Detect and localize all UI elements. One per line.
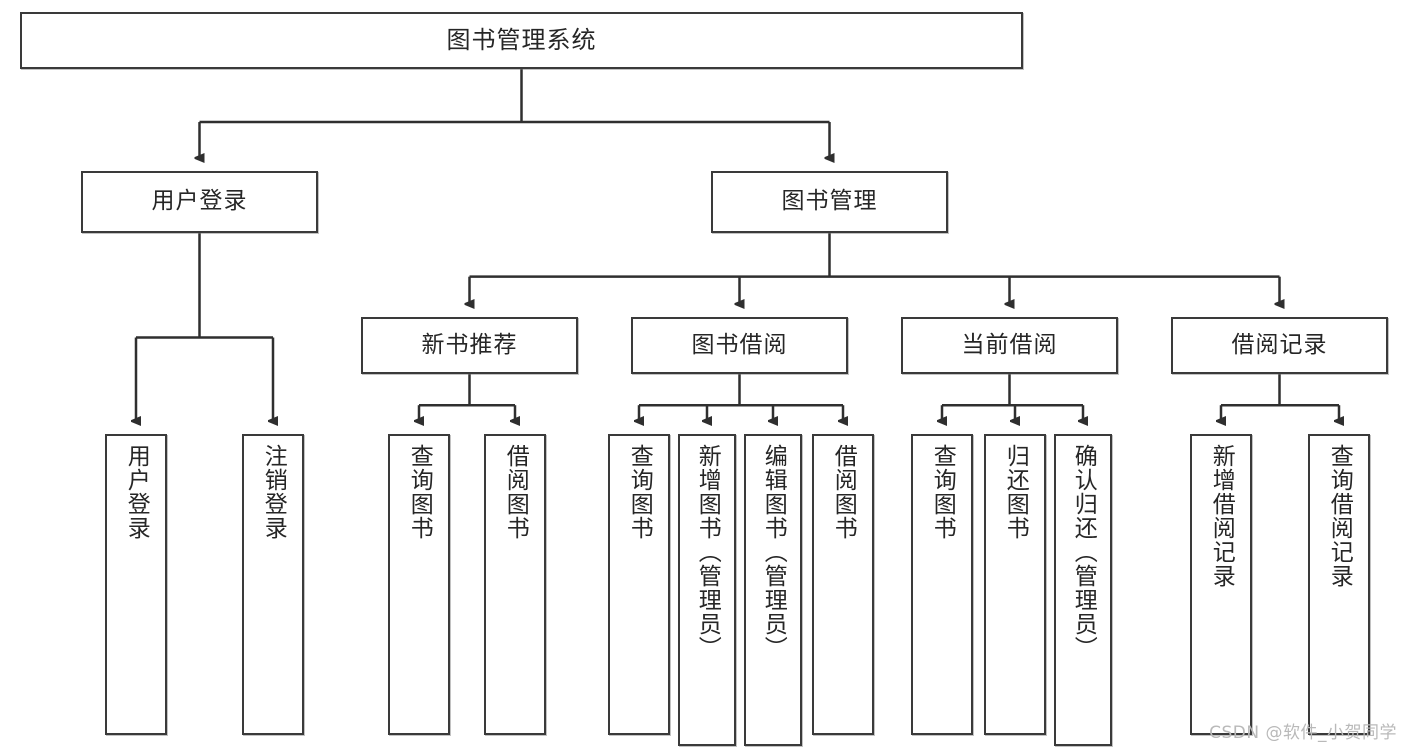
node-l4-bb-edit[interactable]: 编辑图书（管理员） bbox=[744, 434, 802, 746]
node-label: 用户登录 bbox=[123, 444, 150, 540]
node-label: 图书管理 bbox=[781, 188, 878, 215]
node-label: 图书借阅 bbox=[691, 331, 788, 358]
node-l4-cur-return[interactable]: 归还图书 bbox=[984, 434, 1046, 735]
node-label: 注销登录 bbox=[260, 444, 287, 540]
node-label: 借阅图书 bbox=[830, 444, 857, 540]
node-l4-nb-borrow[interactable]: 借阅图书 bbox=[484, 434, 546, 735]
node-label: 当前借阅 bbox=[961, 331, 1058, 358]
node-l4-bb-add[interactable]: 新增图书（管理员） bbox=[678, 434, 736, 746]
node-l2-user-login[interactable]: 用户登录 bbox=[81, 171, 318, 233]
node-l3-record[interactable]: 借阅记录 bbox=[1171, 317, 1388, 374]
node-label: 图书管理系统 bbox=[446, 26, 597, 55]
node-label: 确认归还（管理员） bbox=[1070, 444, 1097, 660]
node-label: 查询借阅记录 bbox=[1326, 444, 1353, 588]
node-label: 查询图书 bbox=[406, 444, 433, 540]
node-l2-book-manage[interactable]: 图书管理 bbox=[711, 171, 948, 233]
node-label: 归还图书 bbox=[1002, 444, 1029, 540]
node-root[interactable]: 图书管理系统 bbox=[20, 12, 1023, 69]
node-label: 编辑图书（管理员） bbox=[760, 444, 787, 660]
node-l4-cur-confirm[interactable]: 确认归还（管理员） bbox=[1054, 434, 1112, 746]
node-label: 新增借阅记录 bbox=[1208, 444, 1235, 588]
node-l4-bb-borrow[interactable]: 借阅图书 bbox=[812, 434, 874, 735]
node-label: 借阅图书 bbox=[502, 444, 529, 540]
node-label: 新增图书（管理员） bbox=[694, 444, 721, 660]
node-l4-cur-query[interactable]: 查询图书 bbox=[911, 434, 973, 735]
node-l3-current[interactable]: 当前借阅 bbox=[901, 317, 1118, 374]
node-label: 借阅记录 bbox=[1231, 331, 1328, 358]
node-l4-nb-query[interactable]: 查询图书 bbox=[388, 434, 450, 735]
node-l4-user-login[interactable]: 用户登录 bbox=[105, 434, 167, 735]
node-l4-bb-query[interactable]: 查询图书 bbox=[608, 434, 670, 735]
node-label: 新书推荐 bbox=[421, 331, 518, 358]
node-label: 用户登录 bbox=[151, 188, 248, 215]
node-l4-user-logout[interactable]: 注销登录 bbox=[242, 434, 304, 735]
node-l4-rec-query[interactable]: 查询借阅记录 bbox=[1308, 434, 1370, 735]
node-label: 查询图书 bbox=[929, 444, 956, 540]
node-label: 查询图书 bbox=[626, 444, 653, 540]
watermark: CSDN @软件_小贺同学 bbox=[1209, 723, 1397, 743]
node-l4-rec-add[interactable]: 新增借阅记录 bbox=[1190, 434, 1252, 735]
node-l3-borrow[interactable]: 图书借阅 bbox=[631, 317, 848, 374]
node-l3-new-book[interactable]: 新书推荐 bbox=[361, 317, 578, 374]
